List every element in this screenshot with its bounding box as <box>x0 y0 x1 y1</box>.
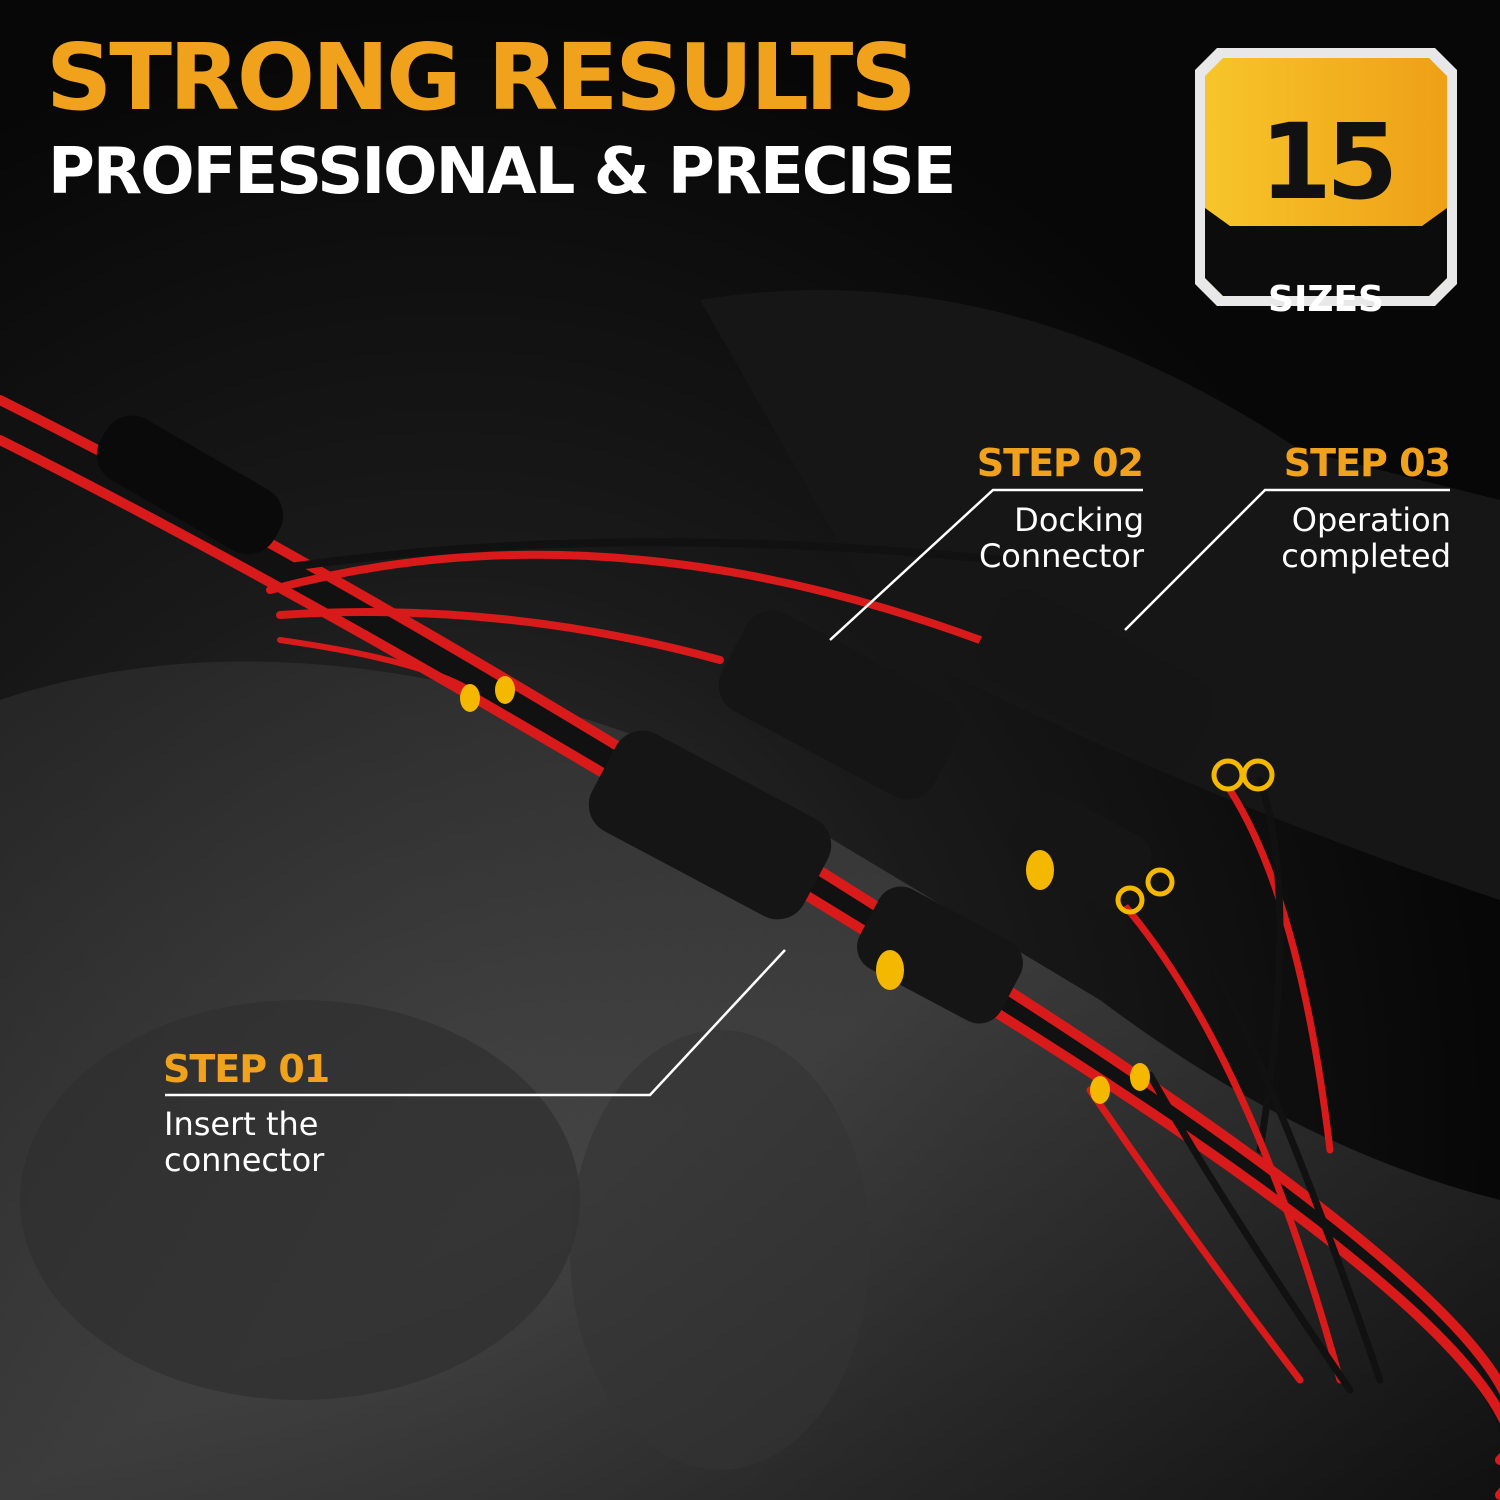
step-01-title: STEP 01 <box>163 1047 330 1091</box>
badge-label: SIZES <box>1268 279 1384 320</box>
headline-subtitle: PROFESSIONAL & PRECISE <box>48 135 956 209</box>
step-01-line-1: Insert the <box>164 1105 319 1143</box>
badge-number: 15 <box>1259 101 1399 223</box>
step-02-title: STEP 02 <box>976 441 1144 485</box>
step-03-title: STEP 03 <box>1283 441 1451 485</box>
step-03-description: Operation completed <box>1180 502 1451 574</box>
sleeve <box>96 415 284 555</box>
step-03-line-1: Operation <box>1291 501 1451 539</box>
step-01-description: Insert the connector <box>164 1106 324 1178</box>
step-03-line-2: completed <box>1281 537 1451 575</box>
step-01-line-2: connector <box>164 1141 325 1179</box>
connectors <box>460 590 1275 1104</box>
sizes-badge: 15 SIZES <box>1195 48 1457 318</box>
step-02-description: Docking Connector <box>880 502 1144 574</box>
headline-title: STRONG RESULTS <box>46 24 917 131</box>
step-02-line-2: Connector <box>978 537 1144 575</box>
badge-shape <box>1195 48 1457 306</box>
step-02-line-1: Docking <box>1014 501 1144 539</box>
callout-lines <box>165 488 1450 1097</box>
